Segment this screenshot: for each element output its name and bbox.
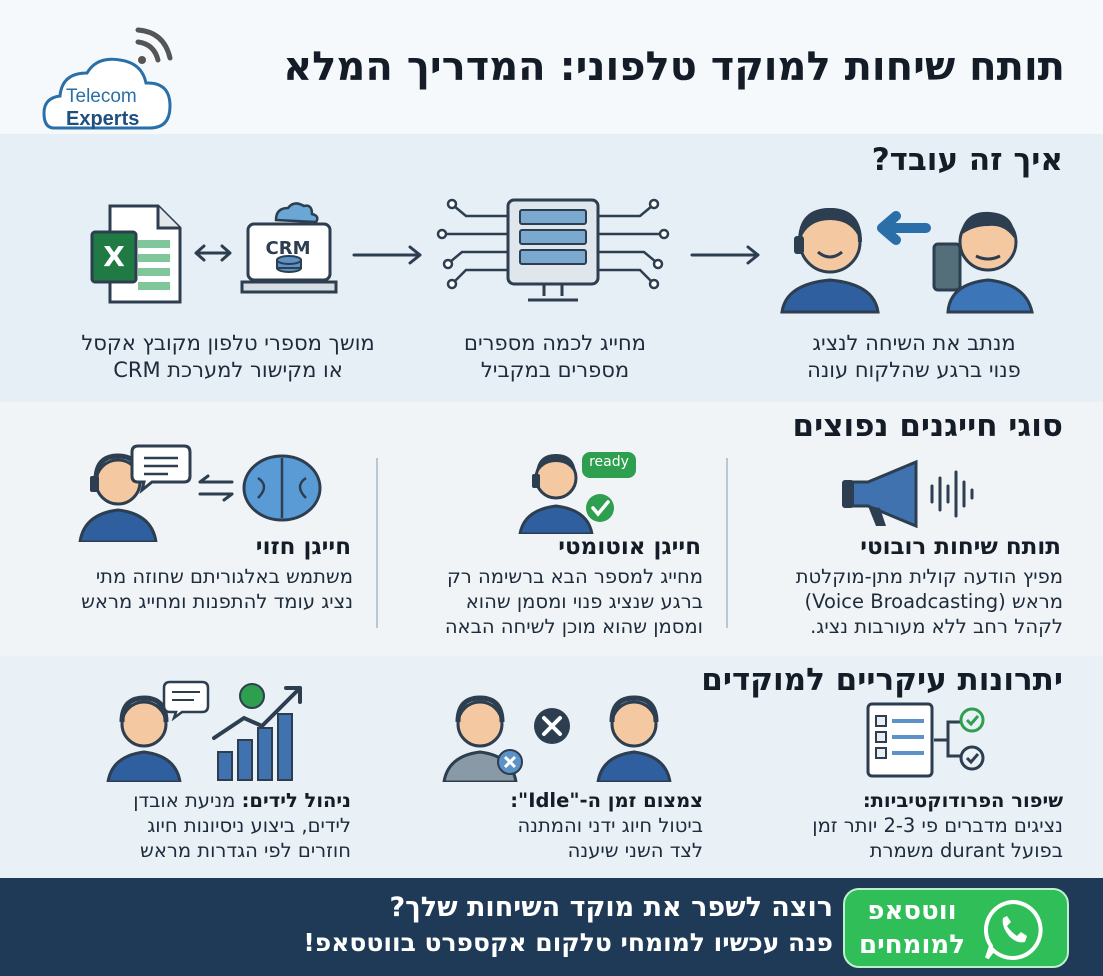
megaphone-icon: [842, 459, 974, 529]
section-title-types: סוגי חייגנים נפוצים: [792, 408, 1063, 444]
cta-line1: רוצה לשפר את מוקד השיחות שלך?: [389, 892, 833, 923]
crm-laptop-icon: [240, 202, 338, 294]
whatsapp-icon: [983, 899, 1043, 960]
footer-cta: רוצה לשפר את מוקד השיחות שלך? פנה עכשיו …: [0, 878, 1103, 976]
section-how-it-works: איך זה עובד? X CRM: [0, 134, 1103, 402]
page-header: Telecom Experts תותח שיחות למוקד טלפוני:…: [0, 0, 1103, 134]
ready-badge: ready: [589, 454, 629, 470]
step-caption-3: מנתב את השיחה לנציג פנוי ברגע שהלקוח עונ…: [807, 331, 1021, 382]
type-desc-automatic: מחייג למספר הבא ברשימה רק ברגע שנציג פנו…: [444, 565, 703, 638]
cloud-wifi-icon: [42, 27, 173, 130]
divider-2: [726, 458, 728, 628]
cta-line2: פנה עכשיו למומחי טלקום אקספרט בווטסאפ!: [303, 928, 833, 957]
section-title-advantages: יתרונות עיקריים למוקדים: [701, 662, 1063, 698]
logo-line1: Telecom: [66, 86, 137, 107]
type-desc-robotic: מפיץ הודעה קולית מתן-מוקלטת מראש (Voice …: [795, 565, 1063, 638]
idle-reduction-icon: [442, 695, 672, 782]
section-title-how: איך זה עובד?: [871, 142, 1063, 178]
step-caption-2: מחייג לכמה מספרים מספרים במקביל: [464, 331, 646, 382]
advantage-productivity: שיפור הפרודוקטיביות: נציגים מדברים פי 2-…: [812, 789, 1063, 862]
logo-line2: Experts: [66, 108, 140, 130]
ready-agent-icon: [518, 452, 636, 534]
advantage-idle: צמצום זמן ה-"Idle": ביטול חיוג ידני והמת…: [510, 789, 703, 862]
type-title-robotic: תותח שיחות רובוטי: [860, 534, 1061, 560]
telecom-experts-logo: Telecom Experts: [42, 18, 192, 134]
dialer-server-icon: [436, 198, 670, 302]
double-arrow-icon: [194, 244, 232, 262]
predictive-agent-brain-icon: [78, 444, 322, 542]
excel-x-letter: X: [103, 240, 125, 273]
arrow-right-icon-2: [690, 245, 760, 265]
section-advantages: יתרונות עיקריים למוקדים שיפור הפרו: [0, 656, 1103, 878]
checklist-icon: [866, 702, 985, 778]
divider-1: [376, 458, 378, 628]
section-dialer-types: סוגי חייגנים נפוצים ready תותח שיחות רוב…: [0, 402, 1103, 656]
page-title: תותח שיחות למוקד טלפוני: המדריך המלא: [283, 44, 1065, 90]
whatsapp-button-line2: למומחים: [859, 930, 965, 960]
step-caption-1: מושך מספרי טלפון מקובץ אקסל או מקישור למ…: [81, 331, 375, 382]
agent-customer-icon: [780, 207, 1034, 314]
whatsapp-button-line1: ווטסאפ: [867, 896, 957, 926]
lead-management-icon: [106, 680, 302, 782]
type-desc-predictive: משתמש באלגוריתם שחוזה מתי נציג עומד להתפ…: [81, 565, 353, 613]
arrow-right-icon-1: [352, 245, 422, 265]
whatsapp-experts-button[interactable]: ווטסאפ למומחים: [843, 888, 1069, 968]
advantage-leads: ניהול לידים: מניעת אובדן לידים, ביצוע ני…: [133, 789, 351, 862]
crm-label: CRM: [265, 238, 311, 259]
excel-file-icon: X: [90, 204, 182, 304]
type-title-predictive: חייגן חזוי: [255, 534, 351, 560]
type-title-automatic: חייגן אוטומטי: [558, 534, 701, 560]
